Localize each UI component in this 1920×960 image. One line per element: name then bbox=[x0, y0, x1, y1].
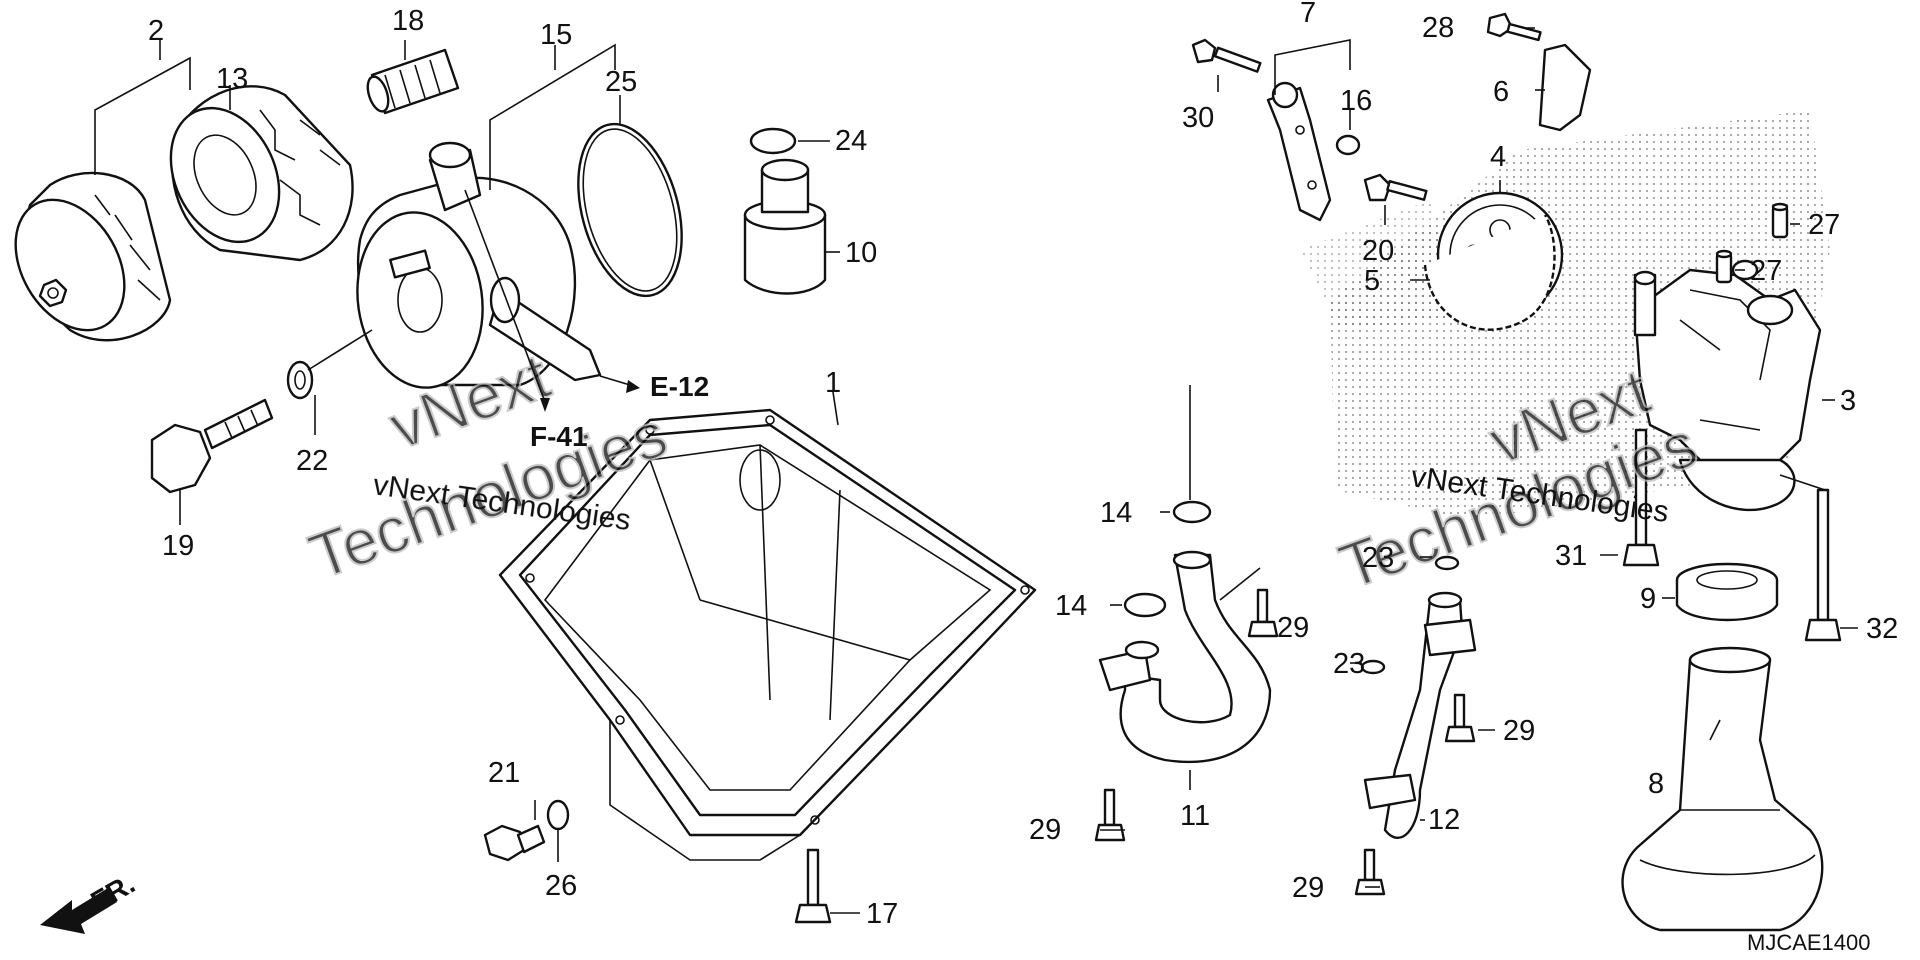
label-19: 19 bbox=[162, 530, 194, 562]
stud-bolt-part bbox=[366, 48, 460, 115]
oil-pan-part bbox=[498, 408, 1037, 861]
stipple-shading-2 bbox=[1300, 200, 1460, 330]
label-31: 31 bbox=[1555, 540, 1587, 572]
tensioner-bracket-part bbox=[1266, 81, 1332, 222]
oil-filter-part bbox=[169, 85, 354, 262]
sealing-washer-part bbox=[286, 360, 314, 400]
label-25: 25 bbox=[605, 66, 637, 98]
bracket-bolt-part bbox=[1191, 38, 1262, 73]
oil-pipe-part bbox=[1098, 550, 1272, 764]
pipe-bolt-part-2 bbox=[1094, 788, 1126, 842]
label-14b: 14 bbox=[1055, 590, 1087, 622]
label-13: 13 bbox=[216, 63, 248, 95]
drain-washer-part bbox=[546, 799, 570, 831]
label-24: 24 bbox=[835, 125, 867, 157]
strainer-seal-part bbox=[1675, 562, 1779, 622]
label-11: 11 bbox=[1180, 800, 1210, 832]
leader-lines bbox=[94, 27, 1858, 914]
label-29b: 29 bbox=[1503, 715, 1535, 747]
label-27a: 27 bbox=[1808, 209, 1840, 241]
oil-filter-cap-part bbox=[14, 171, 172, 342]
guide-bolt-part bbox=[1486, 12, 1542, 42]
copper-washer-part-2 bbox=[1360, 659, 1386, 675]
label-26: 26 bbox=[545, 870, 577, 902]
front-direction-arrow bbox=[40, 888, 117, 934]
pipe-bolt-part bbox=[1247, 588, 1279, 638]
label-2: 2 bbox=[148, 15, 164, 47]
ref-f41: F-41 bbox=[530, 421, 588, 452]
label-16: 16 bbox=[1340, 85, 1372, 117]
cam-chain-part bbox=[1423, 214, 1556, 331]
sprocket-bolt-part bbox=[1363, 173, 1428, 202]
label-12: 12 bbox=[1428, 804, 1460, 836]
pipe-o-ring-part bbox=[1172, 500, 1212, 524]
label-8: 8 bbox=[1648, 768, 1664, 800]
oil-cooler-part bbox=[356, 141, 602, 389]
small-o-ring-part bbox=[749, 127, 797, 155]
label-10: 10 bbox=[845, 237, 877, 269]
part-number-labels: 2 13 18 15 25 24 10 E-12 F-41 22 19 1 21… bbox=[86, 0, 1899, 955]
collar-part bbox=[1335, 134, 1361, 156]
pan-bolt-part bbox=[794, 848, 832, 924]
label-1: 1 bbox=[825, 367, 841, 399]
label-29d: 29 bbox=[1029, 814, 1061, 846]
label-7: 7 bbox=[1300, 0, 1316, 29]
label-15: 15 bbox=[540, 19, 572, 51]
chain-guide-part bbox=[1538, 43, 1592, 132]
label-5: 5 bbox=[1364, 265, 1380, 297]
label-32: 32 bbox=[1866, 613, 1898, 645]
pipe-bolt-part-3 bbox=[1444, 693, 1476, 743]
label-21: 21 bbox=[488, 757, 520, 789]
oil-pipe-part-2 bbox=[1363, 591, 1477, 839]
label-29a: 29 bbox=[1277, 612, 1309, 644]
pipe-o-ring-part-2 bbox=[1123, 592, 1167, 618]
label-3: 3 bbox=[1840, 385, 1856, 417]
label-17: 17 bbox=[866, 898, 898, 930]
label-28: 28 bbox=[1422, 12, 1454, 44]
oil-pump-part bbox=[1633, 259, 1822, 512]
label-23a: 23 bbox=[1362, 542, 1394, 574]
copper-washer-part bbox=[1434, 555, 1460, 571]
label-14a: 14 bbox=[1100, 497, 1132, 529]
pump-long-bolt-part bbox=[1804, 488, 1842, 642]
label-4: 4 bbox=[1490, 141, 1506, 173]
diagram-code: MJCAE1400 bbox=[1747, 930, 1871, 955]
o-ring-inner bbox=[582, 128, 678, 292]
label-22: 22 bbox=[296, 445, 328, 477]
label-30: 30 bbox=[1182, 102, 1214, 134]
oil-strainer-part bbox=[1621, 646, 1824, 932]
drain-bolt-part bbox=[483, 824, 546, 862]
dowel-pin-part bbox=[1771, 202, 1789, 239]
label-23b: 23 bbox=[1333, 648, 1365, 680]
banjo-bolt-part bbox=[150, 398, 274, 494]
label-27b: 27 bbox=[1750, 255, 1782, 287]
label-20: 20 bbox=[1362, 235, 1394, 267]
pipe-bolt-part-4 bbox=[1354, 848, 1386, 896]
label-6: 6 bbox=[1493, 76, 1509, 108]
label-18: 18 bbox=[392, 5, 424, 37]
o-ring-part bbox=[577, 122, 683, 298]
relief-valve-part bbox=[743, 158, 827, 295]
dowel-pin-part-2 bbox=[1715, 249, 1733, 284]
label-29c: 29 bbox=[1292, 872, 1324, 904]
pump-bolt-part bbox=[1622, 428, 1660, 567]
label-9: 9 bbox=[1640, 583, 1656, 615]
ref-e12: E-12 bbox=[650, 371, 709, 402]
